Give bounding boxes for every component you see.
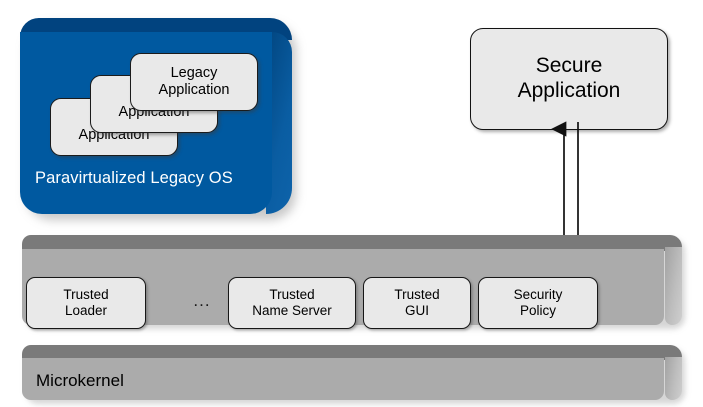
services-ellipsis: ... — [193, 291, 211, 310]
legacy-os-label: Paravirtualized Legacy OS — [35, 169, 233, 187]
microkernel-slab: Microkernel — [22, 345, 685, 404]
microkernel-slab-right-bevel — [665, 357, 682, 400]
microkernel-label: Microkernel — [36, 371, 124, 390]
services-slab-top-bevel — [22, 235, 682, 251]
services-slab-right-bevel — [665, 247, 682, 325]
microkernel-slab-face — [22, 358, 664, 400]
microkernel-slab-top-bevel — [22, 345, 682, 360]
